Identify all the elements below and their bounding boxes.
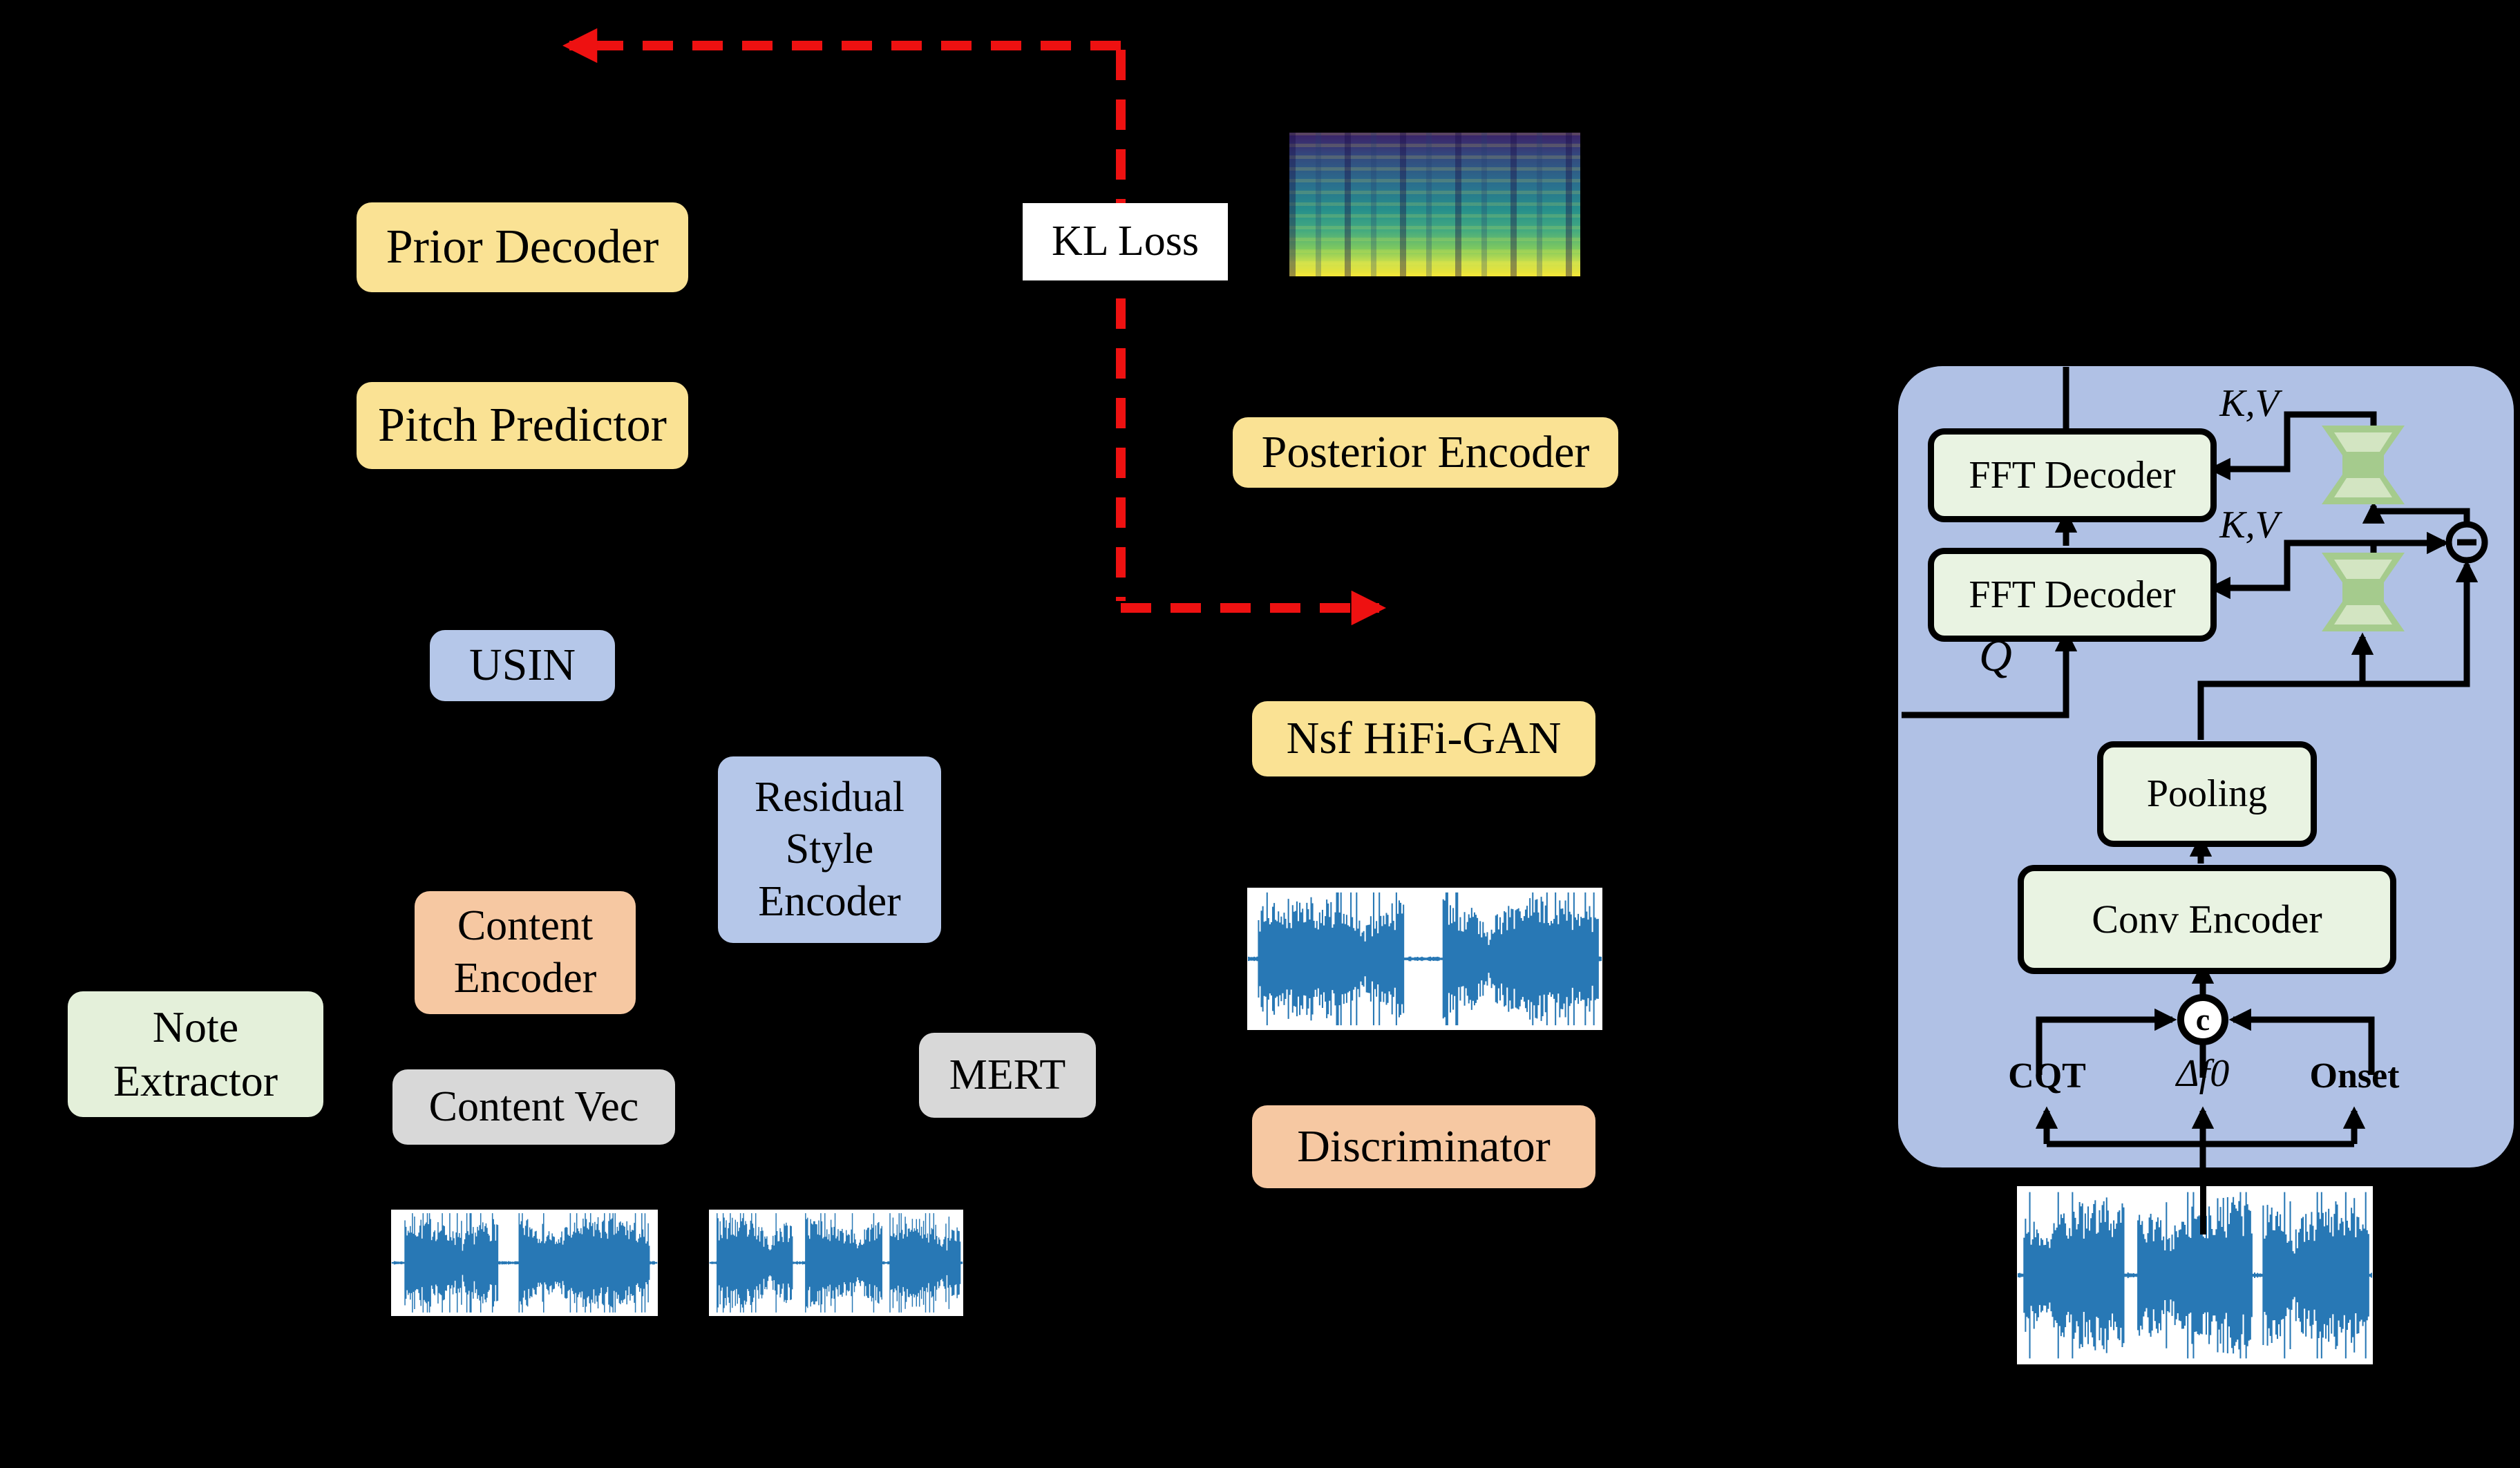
minus-to-bowtie1 <box>2362 501 2470 524</box>
kv-bottom-label: K,V <box>2219 504 2279 546</box>
onset-to-concat <box>2228 1008 2375 1075</box>
mert-box: MERT <box>919 1033 1096 1118</box>
content-vec-label: Content Vec <box>428 1083 639 1130</box>
style-bottleneck-top-icon <box>2322 426 2405 504</box>
posterior-encoder-label: Posterior Encoder <box>1261 426 1590 477</box>
minus-node-icon <box>2445 521 2488 564</box>
prior-decoder-label: Prior Decoder <box>386 220 659 274</box>
waveform-image-input-right <box>709 1210 963 1316</box>
fft-decoder-top-box: FFT Decoder <box>1928 428 2217 522</box>
kv-top-label: K,V <box>2219 382 2279 425</box>
discriminator-label: Discriminator <box>1297 1121 1551 1172</box>
note-extractor-line1: Note <box>152 1002 239 1051</box>
content-encoder-line1: Content <box>457 902 594 950</box>
fft-decoder-top-label: FFT Decoder <box>1969 453 2176 497</box>
kl-loss-label: KL Loss <box>1052 218 1199 265</box>
waveform-image-panel-input <box>2017 1186 2373 1364</box>
kl-loss-box: KL Loss <box>1023 203 1228 280</box>
q-label: Q <box>1979 631 2012 681</box>
nsf-hifi-gan-label: Nsf HiFi-GAN <box>1286 713 1562 764</box>
discriminator-box: Discriminator <box>1252 1105 1595 1188</box>
usin-label: USIN <box>468 640 576 691</box>
waveform-image-generated <box>1247 888 1602 1030</box>
style-bottleneck-bottom-icon <box>2322 553 2405 631</box>
pitch-predictor-label: Pitch Predictor <box>378 399 667 452</box>
residual-style-encoder-line3: Encoder <box>758 877 901 925</box>
panel-input-line-stub <box>2200 1186 2206 1235</box>
onset-label: Onset <box>2309 1056 2400 1096</box>
content-vec-box: Content Vec <box>392 1069 675 1145</box>
residual-style-encoder-line2: Style <box>785 826 874 873</box>
q-input-line <box>1902 629 2078 718</box>
fft-decoder-bottom-box: FFT Decoder <box>1928 548 2217 642</box>
waveform-image-input-left <box>391 1210 658 1316</box>
fft-decoder-bottom-label: FFT Decoder <box>1969 573 2176 616</box>
note-extractor-box: Note Extractor <box>68 991 323 1117</box>
kv-top-line <box>2208 411 2377 481</box>
conv-encoder-box: Conv Encoder <box>2018 865 2396 974</box>
residual-style-encoder-line1: Residual <box>755 773 904 821</box>
concat-label: c <box>2195 1002 2210 1037</box>
mel-spectrogram-image <box>1289 133 1580 276</box>
posterior-encoder-box: Posterior Encoder <box>1233 417 1618 488</box>
prior-decoder-box: Prior Decoder <box>357 202 688 292</box>
concat-node-icon <box>2177 994 2228 1045</box>
residual-style-encoder-box: Residual Style Encoder <box>718 756 941 943</box>
cqt-to-concat <box>2036 1008 2177 1075</box>
delta-f0-label: Δf0 <box>2176 1052 2230 1095</box>
conv-encoder-label: Conv Encoder <box>2092 896 2322 942</box>
pooling-to-bowtie2 <box>2197 632 2374 740</box>
usin-box: USIN <box>430 630 615 701</box>
note-extractor-line2: Extractor <box>113 1056 278 1105</box>
nsf-hifi-gan-box: Nsf HiFi-GAN <box>1252 701 1595 776</box>
pitch-predictor-box: Pitch Predictor <box>357 382 688 469</box>
pooling-label: Pooling <box>2146 772 2268 816</box>
pooling-box: Pooling <box>2097 741 2317 847</box>
content-encoder-box: Content Encoder <box>415 891 636 1014</box>
cqt-label: CQT <box>2008 1056 2086 1096</box>
branch-to-minus-bottom <box>2362 560 2479 687</box>
mert-label: MERT <box>949 1051 1066 1098</box>
content-encoder-line2: Encoder <box>453 955 597 1002</box>
